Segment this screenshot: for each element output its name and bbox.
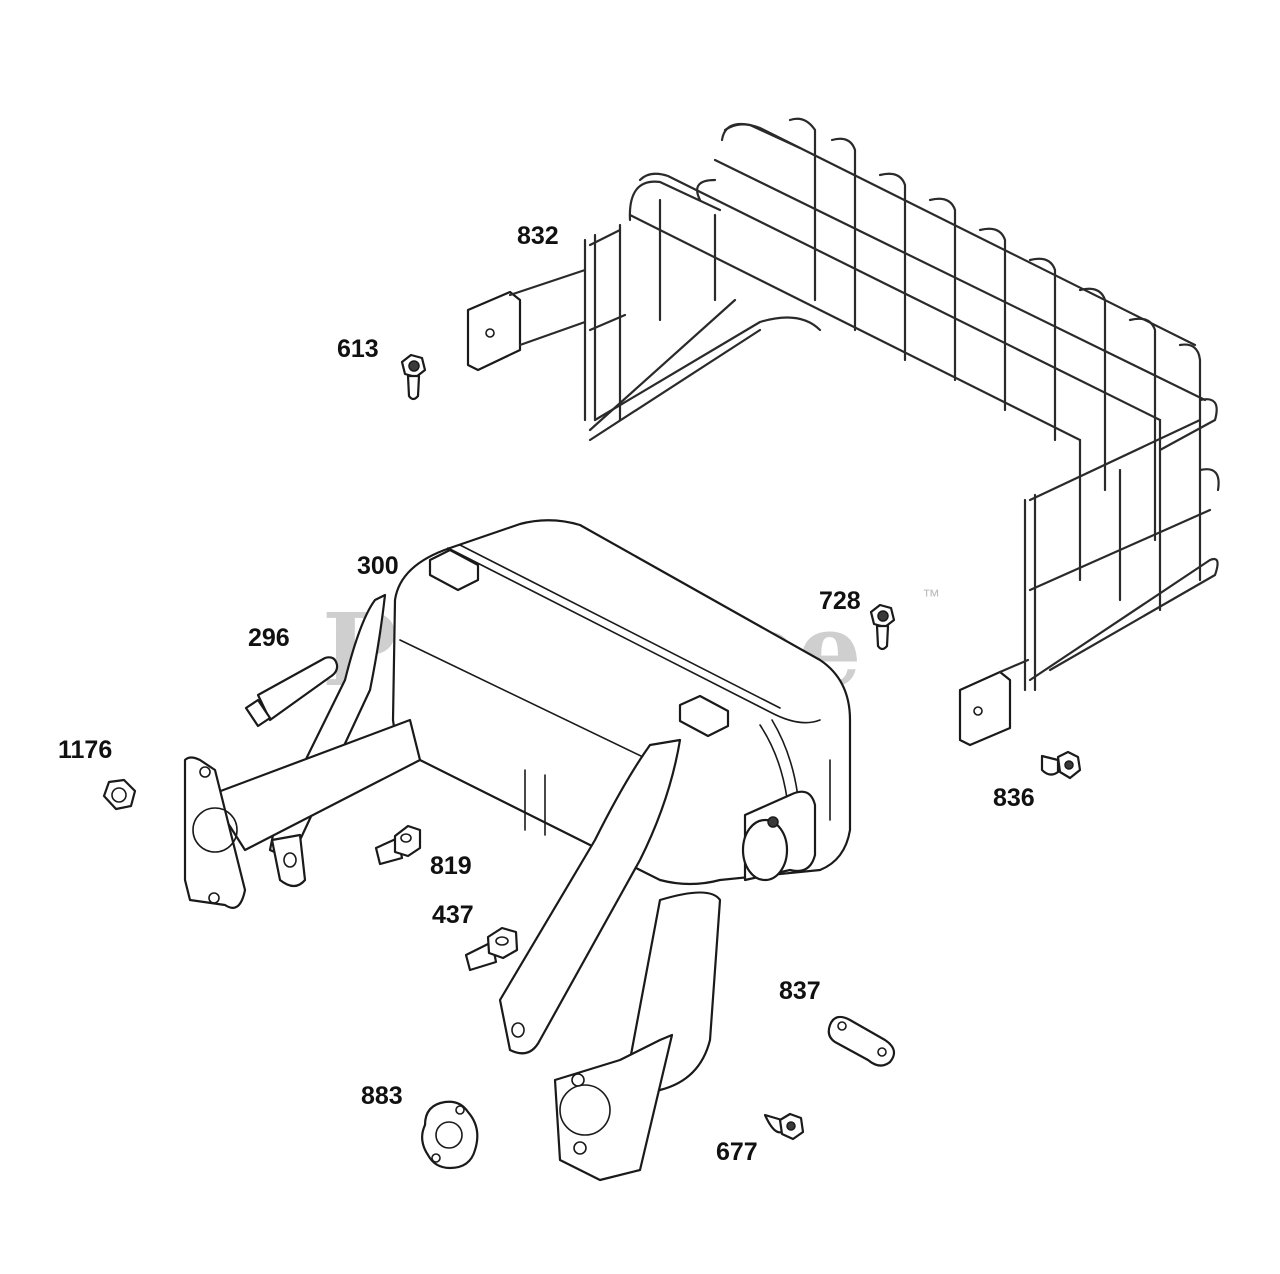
part-728-screw[interactable] [869, 603, 896, 651]
callout-677: 677 [716, 1138, 758, 1166]
part-437-bolt[interactable] [464, 926, 519, 972]
callouts: 832 613 300 296 728 1176 836 819 437 837… [58, 222, 1035, 1166]
callout-300: 300 [357, 552, 399, 580]
callout-1176: 1176 [58, 736, 112, 764]
part-613-screw[interactable] [400, 353, 427, 401]
part-1176-nut[interactable] [102, 778, 137, 811]
callout-296: 296 [248, 624, 290, 652]
part-883-gasket[interactable] [421, 1100, 479, 1170]
part-837-plate[interactable] [827, 1015, 896, 1067]
part-677-screw[interactable] [763, 1112, 805, 1141]
callout-819: 819 [430, 852, 472, 880]
watermark-trademark: ™ [922, 586, 940, 606]
callout-728: 728 [819, 587, 861, 615]
callout-832: 832 [517, 222, 559, 250]
part-836-screw[interactable] [1040, 750, 1082, 780]
part-296-stud[interactable] [244, 656, 339, 728]
callout-837: 837 [779, 977, 821, 1005]
part-300-muffler[interactable] [183, 519, 852, 1182]
callout-836: 836 [993, 784, 1035, 812]
part-832-wire-guard[interactable] [466, 117, 1220, 747]
part-819-bolt[interactable] [374, 824, 422, 866]
callout-613: 613 [337, 335, 379, 363]
callout-437: 437 [432, 901, 474, 929]
callout-883: 883 [361, 1082, 403, 1110]
